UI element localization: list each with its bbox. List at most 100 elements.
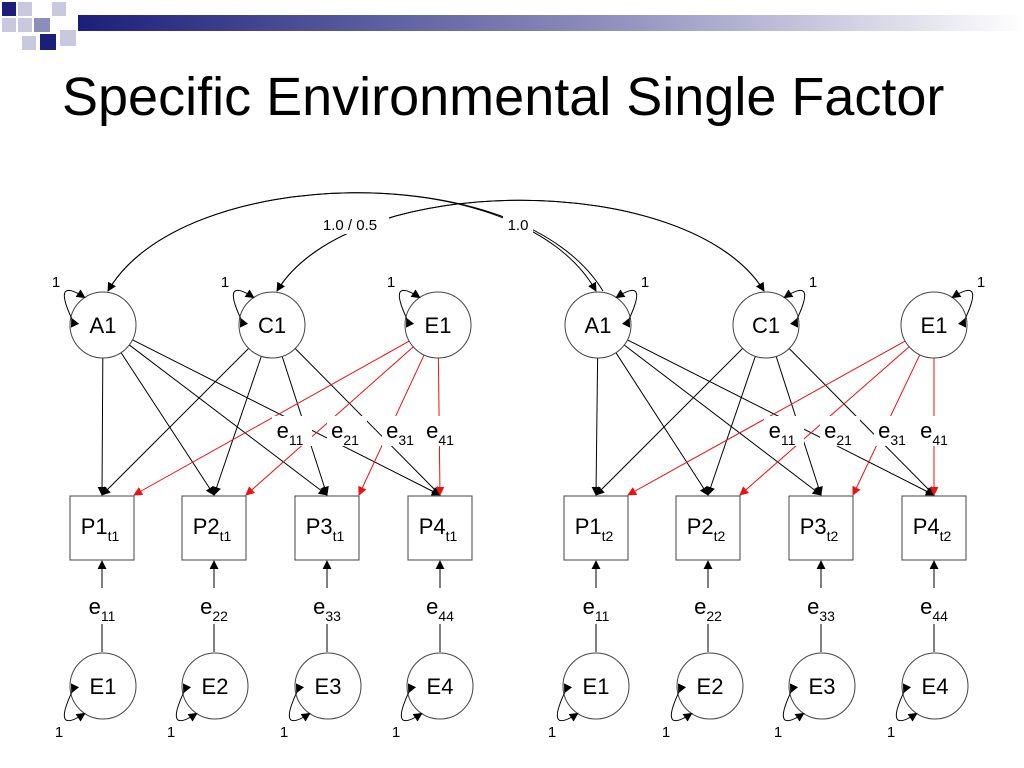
observed-label-p4-t1: P4t1 <box>419 514 458 544</box>
residual-label-e11: e11 <box>277 418 304 448</box>
latent-label-a1-2: A1 <box>585 313 612 338</box>
variance-loop-e1-1 <box>398 289 421 328</box>
variance-label-a1-2: 1 <box>641 274 649 291</box>
residual-label-e31: e31 <box>878 418 906 448</box>
error-label-e22-2: e22 <box>694 594 722 624</box>
error-label-e11-2: e11 <box>583 594 610 624</box>
path-a-p1 <box>97 357 107 496</box>
observed-box-p3-t2 <box>788 495 854 561</box>
covariance-arc-a-end <box>107 192 597 292</box>
error-variance-loop-e3-1 <box>288 683 311 722</box>
observed-box-p2-t2 <box>675 495 741 561</box>
error-label-e33-1: e33 <box>313 594 341 624</box>
path-c-p2 <box>212 356 262 496</box>
error-name-e4-2: E4 <box>922 674 949 699</box>
latent-a1-1 <box>69 291 137 359</box>
latent-label-a1-1: A1 <box>90 313 117 338</box>
latent-e1-1 <box>404 291 472 359</box>
specific-path-e-p1 <box>133 340 410 496</box>
variance-loop-c1-1 <box>232 289 255 328</box>
covariance-arc-a <box>107 192 604 292</box>
error-e4-1 <box>406 652 474 720</box>
error-e1-1 <box>69 652 137 720</box>
error-e2-1 <box>181 652 249 720</box>
residual-label-e41: e41 <box>920 418 948 448</box>
latent-a1-2 <box>564 291 632 359</box>
latent-label-c1-2: C1 <box>752 313 780 338</box>
path-c-p2 <box>706 356 756 496</box>
error-variance-label-e1-1: 1 <box>55 724 63 741</box>
variance-label-e1-1: 1 <box>387 274 395 291</box>
error-variance-label-e3-1: 1 <box>280 724 288 741</box>
variance-label-c1-2: 1 <box>809 274 817 291</box>
observed-label-p3-t2: P3t2 <box>800 514 839 544</box>
error-e2-2 <box>676 652 744 720</box>
covariance-arc-c-end <box>276 199 765 292</box>
error-variance-label-e1-2: 1 <box>548 724 556 741</box>
error-name-e3-1: E3 <box>315 674 342 699</box>
title-decoration <box>2 2 1024 50</box>
error-variance-label-e3-2: 1 <box>774 724 782 741</box>
slide-title: Specific Environmental Single Factor <box>62 67 945 127</box>
observed-box-p4-t1 <box>407 495 473 561</box>
observed-box-p4-t2 <box>901 495 967 561</box>
observed-box-p1-t1 <box>69 495 135 561</box>
variance-label-a1-1: 1 <box>52 274 60 291</box>
error-label-e11-1: e11 <box>89 594 116 624</box>
error-variance-loop-e1-2 <box>556 683 579 722</box>
observed-label-p3-t1: P3t1 <box>306 514 345 544</box>
variance-loop-a1-1 <box>63 289 86 328</box>
residual-label-e21: e21 <box>824 418 852 448</box>
error-label-e44-2: e44 <box>920 594 948 624</box>
error-e3-1 <box>294 652 362 720</box>
variance-label-e1-2: 1 <box>977 274 985 291</box>
residual-label-e41: e41 <box>426 418 454 448</box>
observed-box-p2-t1 <box>181 495 247 561</box>
error-label-e44-1: e44 <box>426 594 454 624</box>
observed-box-p3-t1 <box>294 495 360 561</box>
residual-label-e31: e31 <box>386 418 414 448</box>
observed-box-p1-t2 <box>563 495 629 561</box>
variance-label-c1-1: 1 <box>221 274 229 291</box>
error-variance-loop-e4-2 <box>895 683 918 722</box>
error-variance-label-e4-2: 1 <box>887 724 895 741</box>
observed-label-p2-t2: P2t2 <box>687 514 726 544</box>
covariance-label-ac: 1.0 / 0.5 <box>323 217 377 234</box>
latent-c1-1 <box>238 291 306 359</box>
path-c-p4 <box>788 348 935 496</box>
covariance-label-c: 1.0 <box>508 217 529 234</box>
error-variance-loop-e1-1 <box>63 683 86 722</box>
error-label-e33-2: e33 <box>807 594 835 624</box>
path-c-p1 <box>101 347 250 496</box>
error-variance-loop-e3-2 <box>782 683 805 722</box>
error-variance-label-e4-1: 1 <box>392 724 400 741</box>
observed-label-p1-t1: P1t1 <box>81 514 120 544</box>
path-a-p3 <box>128 344 328 496</box>
error-name-e3-2: E3 <box>809 674 836 699</box>
covariance-arc-c <box>276 199 765 292</box>
path-a-p1 <box>591 357 601 496</box>
variance-loop-e1-2 <box>951 289 974 328</box>
error-name-e4-1: E4 <box>427 674 454 699</box>
latent-label-e1-2: E1 <box>921 313 948 338</box>
latent-label-c1-1: C1 <box>258 313 286 338</box>
residual-label-e11: e11 <box>769 418 796 448</box>
observed-label-p4-t2: P4t2 <box>913 514 952 544</box>
error-name-e1-1: E1 <box>90 674 117 699</box>
error-variance-loop-e2-1 <box>175 683 198 722</box>
observed-label-p2-t1: P2t1 <box>193 514 232 544</box>
error-e1-2 <box>562 652 630 720</box>
error-name-e1-2: E1 <box>583 674 610 699</box>
error-variance-label-e2-2: 1 <box>662 724 670 741</box>
latent-c1-2 <box>732 291 800 359</box>
path-a-p2 <box>615 352 709 496</box>
error-name-e2-1: E2 <box>202 674 229 699</box>
residual-label-e21: e21 <box>331 418 359 448</box>
latent-label-e1-1: E1 <box>425 313 452 338</box>
error-variance-loop-e2-2 <box>670 683 693 722</box>
variance-loop-a1-2 <box>615 289 638 328</box>
path-c-p4 <box>294 348 441 496</box>
error-e4-2 <box>901 652 969 720</box>
path-a-p3 <box>623 344 822 496</box>
